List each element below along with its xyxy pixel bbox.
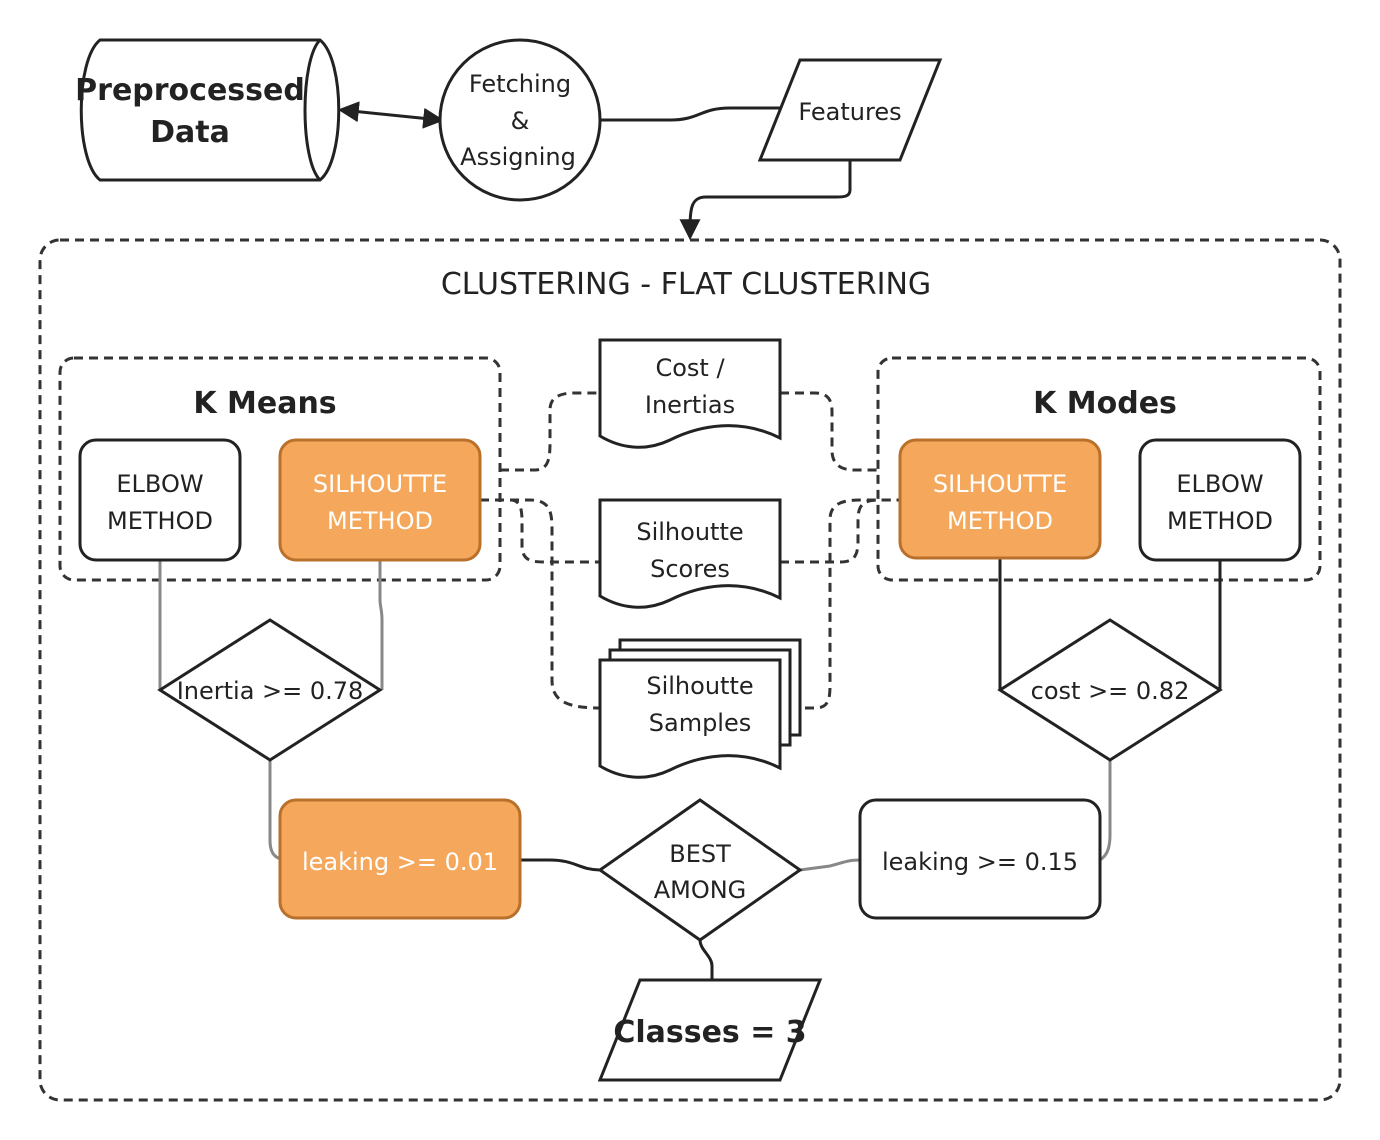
kmodes-silhouette-method — [898, 438, 1102, 560]
kmeans-result-to-best — [520, 858, 601, 872]
kmeans-silhouette-to-decision — [378, 560, 384, 690]
kmeans-decision-label: Inertia >= 0.78 — [177, 677, 364, 705]
store-inner-curve — [303, 38, 322, 182]
best-to-kmodes-result — [799, 858, 861, 872]
kmodes-silhouette-line2: METHOD — [947, 507, 1053, 535]
features-io — [757, 58, 943, 162]
scores-line2: Scores — [650, 555, 730, 583]
kmodes-silhouette-line1: SILHOUTTE — [933, 470, 1067, 498]
kmeans-elbow-line1: ELBOW — [116, 470, 203, 498]
kmeans-silhouette-method — [278, 438, 482, 562]
kmeans-silhouette-line1: SILHOUTTE — [313, 470, 447, 498]
cost-inertias-document — [598, 338, 782, 449]
classes-label: Classes = 3 — [613, 1015, 806, 1050]
scores-line1: Silhoutte — [636, 518, 743, 546]
kmeans-leaking-result — [278, 798, 522, 920]
kmodes-decision-label: cost >= 0.82 — [1031, 677, 1190, 705]
silhouette-scores-document — [598, 498, 782, 609]
kmodes-leaking-result — [858, 798, 1102, 920]
cost-line1: Cost / — [655, 354, 725, 382]
features-to-clustering-arrow — [679, 160, 852, 241]
samples-link-right — [790, 498, 900, 710]
kmeans-title: K Means — [193, 386, 336, 421]
kmodes-group — [876, 356, 1322, 582]
cost-line2: Inertias — [645, 391, 735, 419]
kmeans-result-label: leaking >= 0.01 — [302, 848, 498, 876]
kmeans-elbow-method — [78, 438, 242, 562]
kmodes-cost-decision — [997, 618, 1223, 762]
best-line2: AMONG — [654, 876, 747, 904]
fetch-features-connector — [600, 106, 790, 122]
kmeans-elbow-line2: METHOD — [107, 507, 213, 535]
samples-line2: Samples — [649, 709, 752, 737]
preprocessed-data-line1: Preprocessed — [75, 73, 305, 108]
best-to-final — [698, 939, 714, 980]
scores-link-left — [480, 498, 600, 564]
best-among-decision — [597, 798, 803, 942]
preprocessed-data-line2: Data — [150, 115, 230, 150]
preprocessed-data-store — [79, 38, 341, 182]
kmodes-elbow-method — [1138, 438, 1302, 562]
process-line3: Assigning — [460, 143, 576, 171]
scores-link-right — [780, 498, 900, 564]
fetching-assigning-process — [438, 38, 602, 202]
cost-link-right — [780, 391, 880, 472]
samples-line1: Silhoutte — [646, 672, 753, 700]
kmodes-elbow-line2: METHOD — [1167, 507, 1273, 535]
best-line1: BEST — [669, 840, 731, 868]
kmodes-decision-to-result — [1099, 760, 1112, 862]
kmodes-elbow-line1: ELBOW — [1176, 470, 1263, 498]
kmeans-silhouette-line2: METHOD — [327, 507, 433, 535]
classes-output — [597, 978, 823, 1082]
cost-link-left — [500, 391, 600, 472]
samples-link-left — [480, 498, 601, 710]
data-fetch-connector — [337, 101, 445, 129]
process-line2: & — [511, 107, 530, 135]
kmodes-title: K Modes — [1033, 386, 1177, 421]
kmeans-inertia-decision — [157, 618, 383, 762]
features-label: Features — [798, 98, 901, 126]
kmodes-result-label: leaking >= 0.15 — [882, 848, 1078, 876]
container-title: CLUSTERING - FLAT CLUSTERING — [441, 267, 931, 302]
silhouette-samples-document — [598, 658, 782, 779]
process-line1: Fetching — [469, 70, 571, 98]
